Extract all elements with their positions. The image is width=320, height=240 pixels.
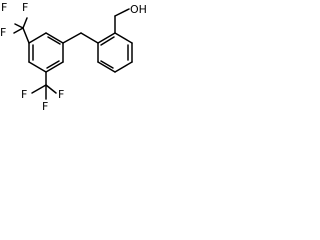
c-o-bond — [114, 8, 130, 17]
fluorine-label: F — [21, 88, 27, 101]
cf3-group-bottom: F F F — [21, 71, 64, 113]
fluorine-label: F — [58, 88, 64, 101]
fluorine-label: F — [42, 100, 48, 113]
hydroxyl-label: OH — [130, 3, 147, 16]
cf3-group-top: F F F — [0, 1, 30, 44]
fluorine-label: F — [1, 1, 7, 14]
biaryl-bond — [62, 32, 82, 44]
fluorine-label: F — [0, 26, 6, 39]
fluorine-label: F — [22, 1, 28, 14]
chemical-structure: OH F F F F F F — [0, 1, 147, 113]
right-benzene-ring — [80, 32, 133, 73]
left-benzene-ring — [28, 32, 64, 73]
